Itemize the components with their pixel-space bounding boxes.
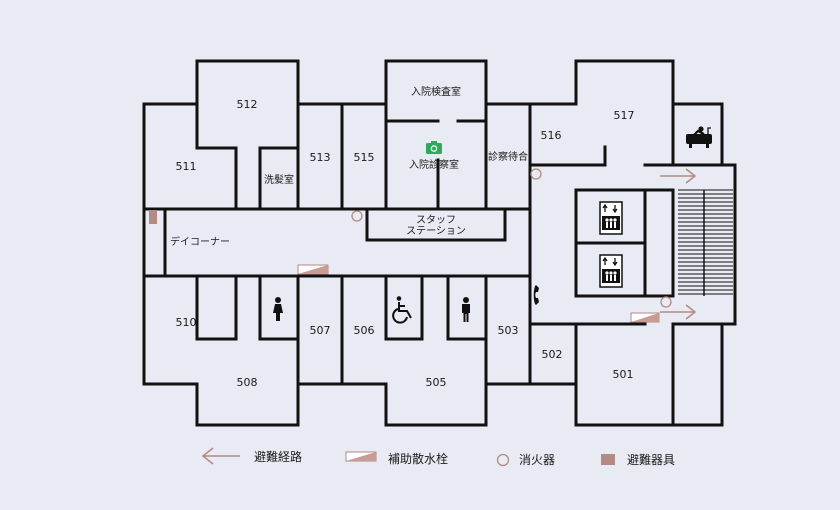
female-toilet-icon	[273, 297, 283, 321]
room-label-517: 517	[614, 109, 635, 122]
room-label-502: 502	[542, 348, 563, 361]
room-label-512: 512	[237, 98, 258, 111]
room-label-barber: 洗髪室	[264, 173, 294, 186]
evacuation-equipment-marker	[149, 210, 157, 224]
aux-hose-marker	[630, 312, 660, 323]
room-label-505: 505	[426, 376, 447, 389]
elevator-icon	[599, 201, 623, 235]
stairs	[678, 189, 733, 296]
room-label-waiting: 診察待合	[488, 150, 528, 163]
room-label-513: 513	[310, 151, 331, 164]
evacuation-equipment-legend-icon	[601, 454, 615, 465]
evacuation-route-legend-icon	[201, 447, 240, 465]
evacuation-arrow	[660, 168, 697, 184]
extinguisher-marker	[530, 168, 542, 180]
legend-aux-hose: 補助散水栓	[388, 451, 448, 466]
aux-hose-legend-icon	[345, 451, 377, 462]
room-label-511: 511	[176, 160, 197, 173]
evacuation-arrow	[660, 304, 697, 320]
room-label-515: 515	[354, 151, 375, 164]
camera-icon	[426, 141, 442, 154]
elevator-icon	[599, 254, 623, 288]
legend-evacuation-route: 避難経路	[254, 449, 302, 464]
telephone-icon	[533, 285, 539, 305]
aux-hose-marker	[297, 264, 329, 275]
legend: 避難経路 補助散水栓 消火器 避難器具	[201, 447, 675, 467]
legend-evacuation-equipment: 避難器具	[627, 452, 675, 467]
room-label-staff-1: スタッフ	[416, 214, 456, 226]
room-labels: 512 511 洗髪室 513 515 入院検査室 入院診察室 診察待合 516…	[170, 85, 635, 389]
extinguisher-legend-icon	[496, 453, 510, 467]
wheelchair-toilet-icon	[392, 296, 412, 324]
room-label-508: 508	[237, 376, 258, 389]
room-label-staff-2: ステーション	[406, 226, 466, 237]
room-label-dayroom: デイコーナー	[170, 235, 230, 248]
walls	[142, 59, 737, 427]
room-label-503: 503	[498, 324, 519, 337]
room-label-510: 510	[176, 316, 197, 329]
bath-icon	[686, 126, 712, 148]
room-label-516: 516	[541, 129, 562, 142]
room-label-consult: 入院診察室	[409, 158, 459, 171]
room-label-507: 507	[310, 324, 331, 337]
room-label-506: 506	[354, 324, 375, 337]
male-toilet-icon	[462, 297, 470, 322]
room-label-501: 501	[613, 368, 634, 381]
extinguisher-marker	[351, 210, 363, 222]
extinguisher-marker	[660, 296, 672, 308]
room-label-exam: 入院検査室	[411, 85, 461, 98]
legend-extinguisher: 消火器	[519, 453, 555, 467]
